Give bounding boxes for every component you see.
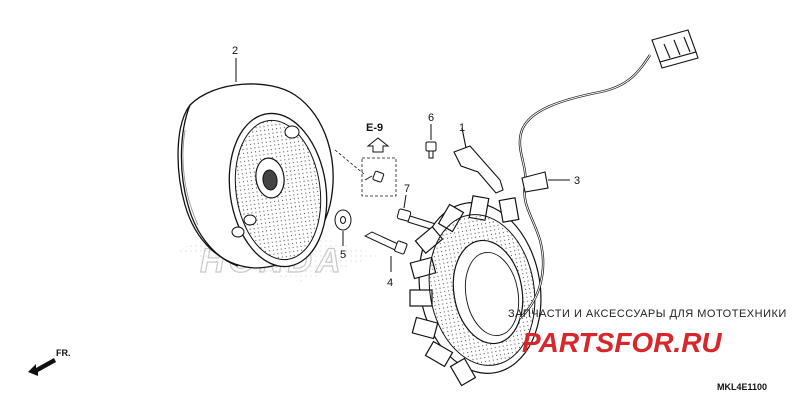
watermark-brand-c: .RU (673, 327, 722, 358)
watermark-brand-b: FOR (614, 327, 674, 358)
callout-5: 5 (340, 249, 346, 261)
small-bolt-icon (364, 170, 385, 183)
partsfor-watermark: ЗАПЧАСТИ И АКСЕССУАРЫ ДЛЯ МОТОТЕХНИКИ PA… (508, 308, 787, 358)
front-label: FR. (56, 348, 71, 358)
front-arrow: FR. (28, 348, 71, 376)
front-arrow-icon (28, 358, 56, 376)
washer-5: 5 (334, 209, 352, 261)
bolt-4: 4 (363, 231, 408, 289)
diagram-code: MKL4E1100 (717, 382, 767, 392)
flywheel (177, 83, 334, 269)
callout-1: 1 (459, 122, 465, 134)
up-arrow-icon (366, 137, 390, 153)
callout-2-group: 2 (232, 45, 238, 82)
stator: 3 (409, 29, 699, 387)
ref-label: E-9 (366, 122, 383, 134)
callout-6: 6 (428, 112, 434, 124)
callout-7: 7 (404, 183, 410, 195)
ref-detail-box (361, 157, 397, 197)
callout-4: 4 (387, 277, 393, 289)
watermark-tagline: ЗАПЧАСТИ И АКСЕССУАРЫ ДЛЯ МОТОТЕХНИКИ (508, 308, 787, 320)
watermark-brand-a: PARTS (522, 327, 615, 358)
bolt-6: 6 (425, 112, 437, 159)
bracket-1: 1 (453, 122, 504, 194)
watermark-brand: PARTSFOR.RU (522, 327, 722, 358)
callout-3: 3 (574, 175, 580, 187)
callout-2: 2 (232, 45, 238, 57)
ref-e9-group: E-9 (334, 122, 397, 197)
